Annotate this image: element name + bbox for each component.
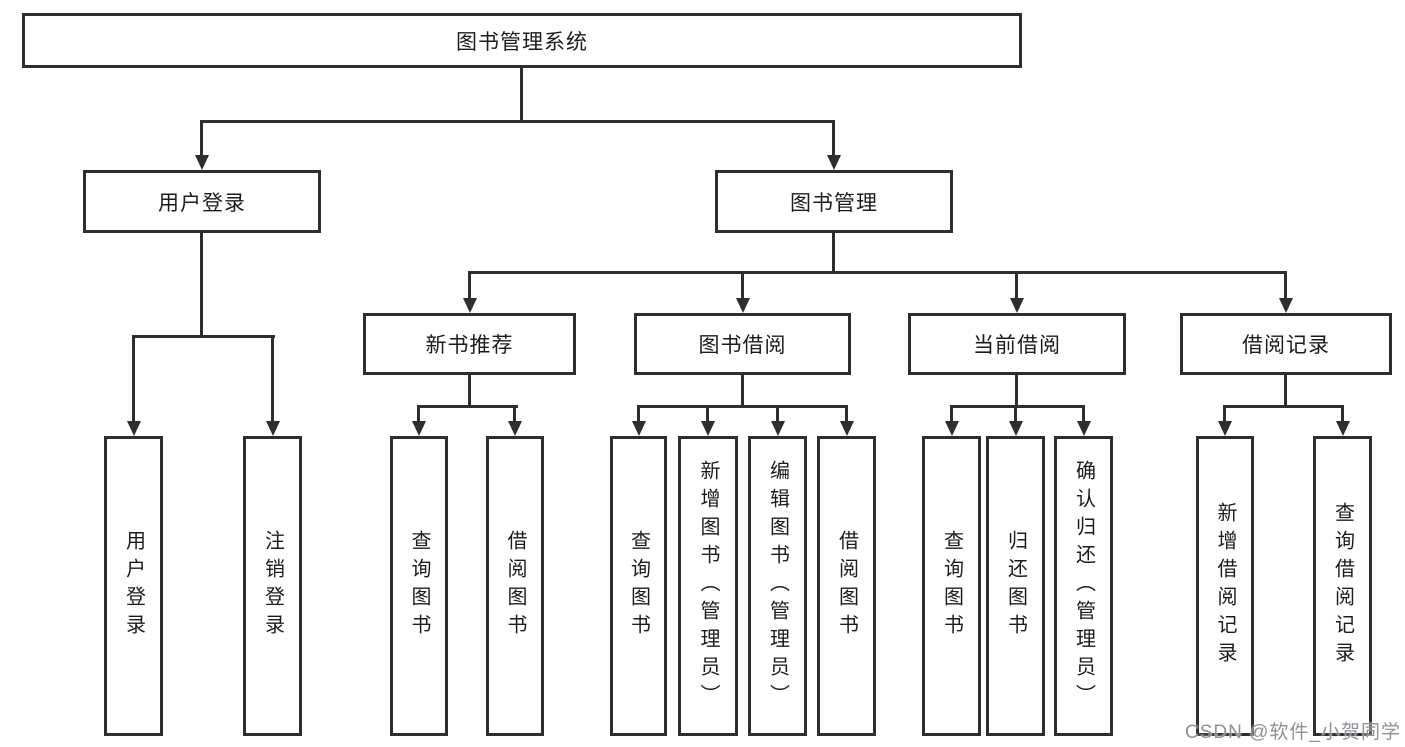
- connector-new-book-branch: [417, 405, 518, 408]
- node-book-borrowing: 图书借阅: [634, 313, 851, 375]
- arrow-to-current-borrowing: [1009, 271, 1024, 313]
- leaf-cb-return-books: 归还图书: [986, 436, 1045, 736]
- leaf-br-query-record: 查询借阅记录: [1313, 436, 1372, 736]
- connector-user-login-stem: [200, 231, 203, 337]
- leaf-bb-add-books-label: 新增图书（管理员）: [697, 460, 719, 712]
- connector-book-borrowing-branch: [637, 405, 848, 408]
- leaf-bb-edit-books-label: 编辑图书（管理员）: [766, 460, 789, 712]
- node-borrowing-records: 借阅记录: [1180, 313, 1392, 375]
- arrow-to-leaf-br-query: [1335, 405, 1350, 436]
- arrow-to-new-book-recommend: [462, 271, 477, 313]
- leaf-logout: 注销登录: [243, 436, 302, 736]
- csdn-watermark: CSDN @软件_小贺同学: [1185, 722, 1401, 743]
- leaf-user-login: 用户登录: [104, 436, 163, 736]
- node-book-borrowing-label: 图书借阅: [698, 334, 787, 357]
- node-current-borrowing-label: 当前借阅: [973, 334, 1061, 357]
- arrow-to-leaf-cb-return: [1008, 405, 1023, 436]
- leaf-nb-borrow-books: 借阅图书: [486, 436, 544, 736]
- leaf-cb-query-books-label: 查询图书: [940, 530, 963, 642]
- connector-level1-branch: [201, 120, 835, 123]
- connector-new-book-stem: [468, 373, 471, 407]
- connector-root-stem: [520, 68, 523, 122]
- arrow-to-leaf-nb-query: [411, 405, 426, 436]
- node-new-book-recommend-label: 新书推荐: [425, 334, 514, 357]
- leaf-nb-borrow-books-label: 借阅图书: [504, 530, 526, 642]
- leaf-bb-edit-books: 编辑图书（管理员）: [748, 436, 807, 736]
- leaf-br-add-record: 新增借阅记录: [1196, 436, 1254, 736]
- leaf-bb-query-books: 查询图书: [610, 436, 667, 736]
- arrow-to-leaf-nb-borrow: [507, 405, 522, 436]
- leaf-cb-return-books-label: 归还图书: [1004, 530, 1027, 642]
- leaf-nb-query-books: 查询图书: [390, 436, 448, 736]
- connector-level2-branch: [468, 271, 1287, 274]
- arrow-to-leaf-bb-query: [631, 405, 646, 436]
- connector-user-login-branch: [132, 335, 275, 338]
- leaf-bb-borrow-books-label: 借阅图书: [835, 530, 858, 642]
- leaf-cb-query-books: 查询图书: [922, 436, 981, 736]
- leaf-user-login-label: 用户登录: [122, 530, 145, 642]
- node-new-book-recommend: 新书推荐: [363, 313, 576, 375]
- leaf-br-query-record-label: 查询借阅记录: [1331, 502, 1354, 670]
- arrow-to-user-login: [194, 120, 209, 170]
- connector-borrowing-records-stem: [1284, 373, 1287, 407]
- arrow-to-leaf-logout: [265, 335, 280, 436]
- node-book-management: 图书管理: [715, 170, 953, 233]
- leaf-cb-confirm-return: 确认归还（管理员）: [1054, 436, 1113, 736]
- node-user-login: 用户登录: [83, 170, 321, 233]
- connector-borrowing-records-branch: [1223, 405, 1344, 408]
- arrow-to-leaf-cb-query: [944, 405, 959, 436]
- node-library-system: 图书管理系统: [22, 13, 1022, 68]
- leaf-logout-label: 注销登录: [261, 530, 284, 642]
- arrow-to-borrowing-records: [1278, 271, 1293, 313]
- connector-book-management-stem: [832, 231, 835, 274]
- arrow-to-leaf-cb-confirm: [1076, 405, 1091, 436]
- arrow-to-book-management: [826, 120, 841, 170]
- node-current-borrowing: 当前借阅: [908, 313, 1126, 375]
- connector-current-borrowing-branch: [950, 405, 1085, 408]
- node-borrowing-records-label: 借阅记录: [1242, 334, 1330, 357]
- leaf-bb-borrow-books: 借阅图书: [817, 436, 876, 736]
- arrow-to-leaf-bb-borrow: [839, 405, 854, 436]
- arrow-to-leaf-bb-edit: [770, 405, 785, 436]
- node-library-system-label: 图书管理系统: [456, 30, 588, 54]
- connector-book-borrowing-stem: [741, 373, 744, 407]
- leaf-cb-confirm-return-label: 确认归还（管理员）: [1072, 460, 1095, 712]
- node-user-login-label: 用户登录: [158, 191, 246, 215]
- leaf-bb-add-books: 新增图书（管理员）: [678, 436, 738, 736]
- arrow-to-leaf-bb-add: [700, 405, 715, 436]
- leaf-br-add-record-label: 新增借阅记录: [1214, 502, 1236, 670]
- leaf-nb-query-books-label: 查询图书: [408, 530, 430, 642]
- arrow-to-leaf-br-add: [1217, 405, 1232, 436]
- connector-current-borrowing-stem: [1015, 373, 1018, 407]
- leaf-bb-query-books-label: 查询图书: [627, 530, 650, 642]
- arrow-to-book-borrowing: [735, 271, 750, 313]
- node-book-management-label: 图书管理: [790, 191, 878, 215]
- arrow-to-leaf-user-login: [126, 335, 141, 436]
